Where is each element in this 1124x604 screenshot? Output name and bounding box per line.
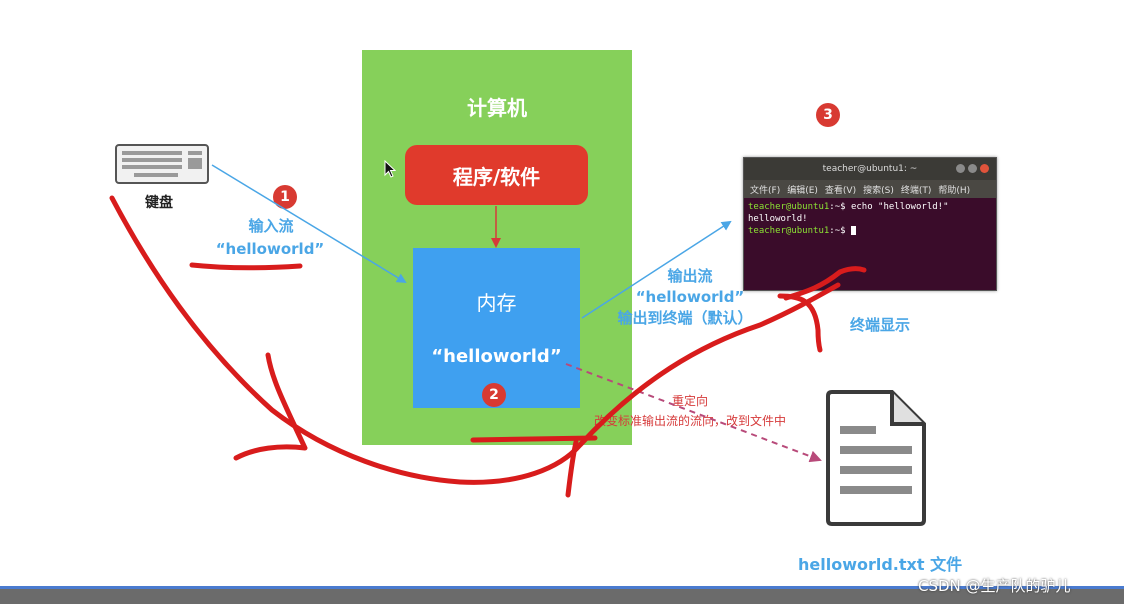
terminal-prompt: teacher@ubuntu1 [748,202,830,212]
hook-mid-stroke [565,439,579,498]
menu-edit[interactable]: 编辑(E) [787,185,818,196]
output-stream-note: 输出到终端（默认） [617,309,753,327]
input-stream-label: 输入流 [248,217,294,235]
program-label: 程序/软件 [452,164,541,189]
watermark: CSDN @生产队的驴儿 [918,577,1071,595]
terminal-output: helloworld! [748,214,808,224]
terminal-command: :~$ echo "helloworld!" [829,202,949,212]
terminal-prompt-2: teacher@ubuntu1 [748,226,830,236]
menu-search[interactable]: 搜索(S) [863,185,894,196]
underline-stroke [189,262,303,271]
input-badge: 1 [273,185,297,209]
hook-left-stroke [233,352,308,461]
terminal-window: teacher@ubuntu1: ~ 文件(F) 编辑(E) 查看(V) 搜索(… [743,157,997,291]
redirect-title: 重定向 [672,394,709,408]
cursor-icon [384,160,396,178]
menu-file[interactable]: 文件(F) [750,185,781,196]
menu-view[interactable]: 查看(V) [824,185,857,196]
terminal-badge: 3 [816,103,840,127]
program-box: 程序/软件 [405,145,588,205]
maximize-icon[interactable] [968,164,977,173]
keyboard-label: 键盘 [145,195,173,211]
output-stream-label: 输出流 [667,267,713,285]
memory-title: 内存 [476,291,517,315]
document-label: helloworld.txt 文件 [798,555,963,574]
output-stream-value: “helloworld” [635,288,745,306]
terminal-menubar: 文件(F) 编辑(E) 查看(V) 搜索(S) 终端(T) 帮助(H) [744,180,996,198]
terminal-line-1: teacher@ubuntu1:~$ echo "helloworld!" [748,202,949,212]
terminal-prompt-rest: :~$ [829,226,851,236]
terminal-line-3: teacher@ubuntu1:~$ [748,226,856,236]
memory-badge: 2 [482,383,506,407]
terminal-cursor [850,226,856,235]
terminal-titlebar: teacher@ubuntu1: ~ [744,158,996,180]
close-icon[interactable] [980,164,989,173]
menu-terminal[interactable]: 终端(T) [900,185,932,196]
arrowhead-right-stroke [777,293,823,353]
terminal-title: teacher@ubuntu1: ~ [822,164,918,174]
bottom-bar [0,586,1124,604]
terminal-display-label: 终端显示 [850,316,911,334]
input-stream-value: “helloworld” [215,240,325,258]
keyboard-icon [115,144,209,184]
memory-value: “helloworld” [431,346,562,367]
computer-title: 计算机 [467,96,527,120]
terminal-line-2: helloworld! [748,214,808,224]
document-icon [826,390,926,526]
minimize-icon[interactable] [956,164,965,173]
menu-help[interactable]: 帮助(H) [938,185,971,196]
redirect-description: 改变标准输出流的流向，改到文件中 [594,414,787,428]
